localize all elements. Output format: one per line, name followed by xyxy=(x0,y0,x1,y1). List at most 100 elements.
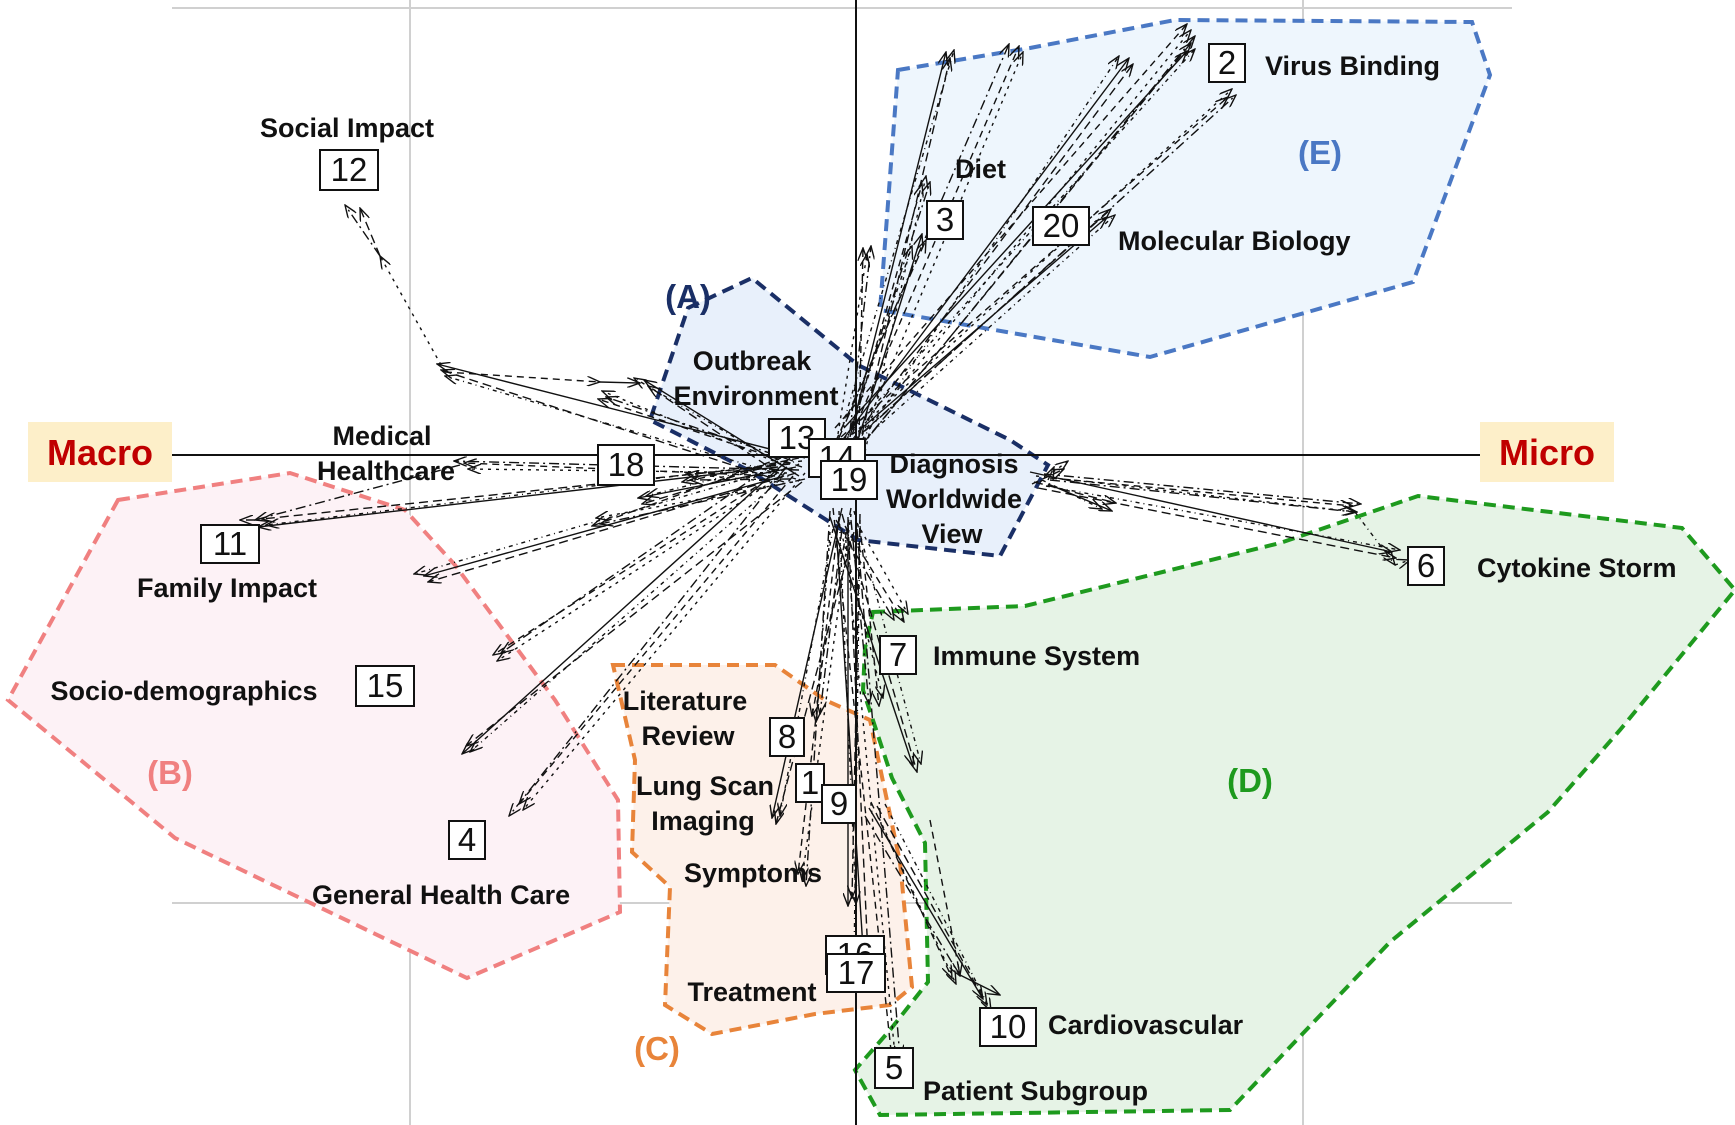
transition-arrow xyxy=(441,370,785,483)
topic-node-number: 6 xyxy=(1417,547,1435,584)
topic-label: Review xyxy=(641,721,735,751)
topic-node-number: 18 xyxy=(608,446,645,483)
transition-arrow xyxy=(602,391,782,465)
transition-arrow xyxy=(444,371,600,382)
topic-label: Lung Scan xyxy=(636,771,774,801)
group-region-d xyxy=(852,493,1735,1118)
transition-arrow xyxy=(1029,471,1392,552)
topic-label: Cytokine Storm xyxy=(1477,553,1677,583)
topic-label: Social Impact xyxy=(260,113,434,143)
topic-node-box xyxy=(1032,206,1090,246)
topic-label: General Health Care xyxy=(312,880,570,910)
topic-node-box xyxy=(1407,546,1445,586)
transition-arrow xyxy=(959,974,1000,995)
topic-node-box xyxy=(820,460,878,500)
topic-label: Outbreak xyxy=(693,346,813,376)
topic-node-13: 13 xyxy=(768,418,826,458)
topic-node-20: 20 xyxy=(1032,206,1090,246)
topic-node-number: 17 xyxy=(838,954,875,991)
transition-arrow xyxy=(1045,485,1400,550)
transition-arrow xyxy=(772,507,843,818)
topic-node-box xyxy=(826,953,886,993)
transition-arrow xyxy=(1041,479,1102,509)
topic-label: Treatment xyxy=(687,977,816,1007)
transition-arrow xyxy=(843,51,1187,429)
micro-axis-label: Micro xyxy=(1499,432,1595,473)
topic-node-5: 5 xyxy=(874,1047,914,1089)
transition-arrow xyxy=(854,519,861,962)
topic-node-box xyxy=(926,200,964,240)
transition-arrow xyxy=(861,58,950,435)
transition-arrow xyxy=(428,472,797,582)
transition-arrow xyxy=(858,52,1023,444)
transition-arrow xyxy=(509,469,785,816)
topic-node-12: 12 xyxy=(319,149,379,191)
topic-node-number: 3 xyxy=(936,201,954,238)
topic-label: Diet xyxy=(955,154,1006,184)
topic-label: Symptoms xyxy=(684,858,822,888)
transition-arrow xyxy=(840,50,954,432)
transition-arrow xyxy=(878,817,956,984)
transition-arrow xyxy=(690,479,791,480)
topic-label: View xyxy=(921,519,983,549)
topic-node-8: 8 xyxy=(769,717,805,757)
transition-arrow xyxy=(454,461,800,471)
macro-label: Macro xyxy=(28,422,172,482)
transition-arrow xyxy=(843,182,930,450)
transition-arrow xyxy=(846,246,912,441)
topic-nodes: 1234567891011121314151617181920 xyxy=(200,43,1445,1089)
transition-arrow xyxy=(855,234,922,447)
transition-arrow xyxy=(592,457,782,526)
group-label-b: (B) xyxy=(147,754,193,791)
group-region-a xyxy=(647,275,1051,559)
transition-arrow xyxy=(780,528,834,816)
topic-node-number: 2 xyxy=(1218,44,1236,81)
transition-arrow xyxy=(855,43,1191,453)
topic-node-box xyxy=(200,524,260,564)
transition-arrow xyxy=(859,248,863,438)
transition-arrow xyxy=(850,519,869,704)
topic-node-box xyxy=(795,763,825,803)
topic-node-4: 4 xyxy=(448,820,486,860)
transition-arrow xyxy=(262,463,791,519)
topic-label: Cardiovascular xyxy=(1048,1010,1244,1040)
macro-axis-label: Macro xyxy=(47,432,153,473)
transition-arrow xyxy=(1037,487,1396,558)
transition-arrow xyxy=(1049,479,1355,512)
topic-label: Medical xyxy=(332,421,431,451)
transition-arrow xyxy=(596,481,794,518)
transition-arrow xyxy=(852,89,1232,435)
transition-arrow xyxy=(380,256,446,373)
transition-arrow xyxy=(1048,467,1054,480)
topic-label: Socio-demographics xyxy=(50,676,317,706)
topic-label: Family Impact xyxy=(137,573,317,603)
topic-node-18: 18 xyxy=(597,444,655,486)
transition-arrow xyxy=(838,510,856,904)
topic-label: Immune System xyxy=(933,641,1140,671)
transition-arrow xyxy=(466,481,803,746)
transition-arrow xyxy=(424,475,785,576)
topic-node-9: 9 xyxy=(821,784,857,824)
transition-arrow xyxy=(468,469,788,473)
topic-node-number: 11 xyxy=(213,525,247,562)
transition-arrow xyxy=(501,460,779,653)
topic-node-box xyxy=(769,717,805,757)
topic-node-number: 9 xyxy=(830,785,848,822)
topic-node-number: 12 xyxy=(331,151,368,188)
transition-arrow xyxy=(470,478,782,752)
group-label-d: (D) xyxy=(1227,762,1273,799)
transition-arrow xyxy=(849,246,871,432)
topic-node-7: 7 xyxy=(879,635,917,675)
transition-arrow xyxy=(856,522,908,614)
group-label-a: (A) xyxy=(665,278,711,315)
topic-node-15: 15 xyxy=(355,665,415,707)
topic-labels: Lung Scan Imaging Virus Binding Diet Gen… xyxy=(50,51,1676,1106)
transition-arrow xyxy=(1394,560,1410,565)
transition-arrow xyxy=(856,528,900,1058)
topic-node-box xyxy=(879,635,917,675)
transition-arrow xyxy=(840,97,1228,438)
topic-node-6: 6 xyxy=(1407,546,1445,586)
topic-node-number: 1 xyxy=(801,764,819,801)
transition-arrow xyxy=(776,531,855,824)
transition-arrow xyxy=(861,56,1119,441)
